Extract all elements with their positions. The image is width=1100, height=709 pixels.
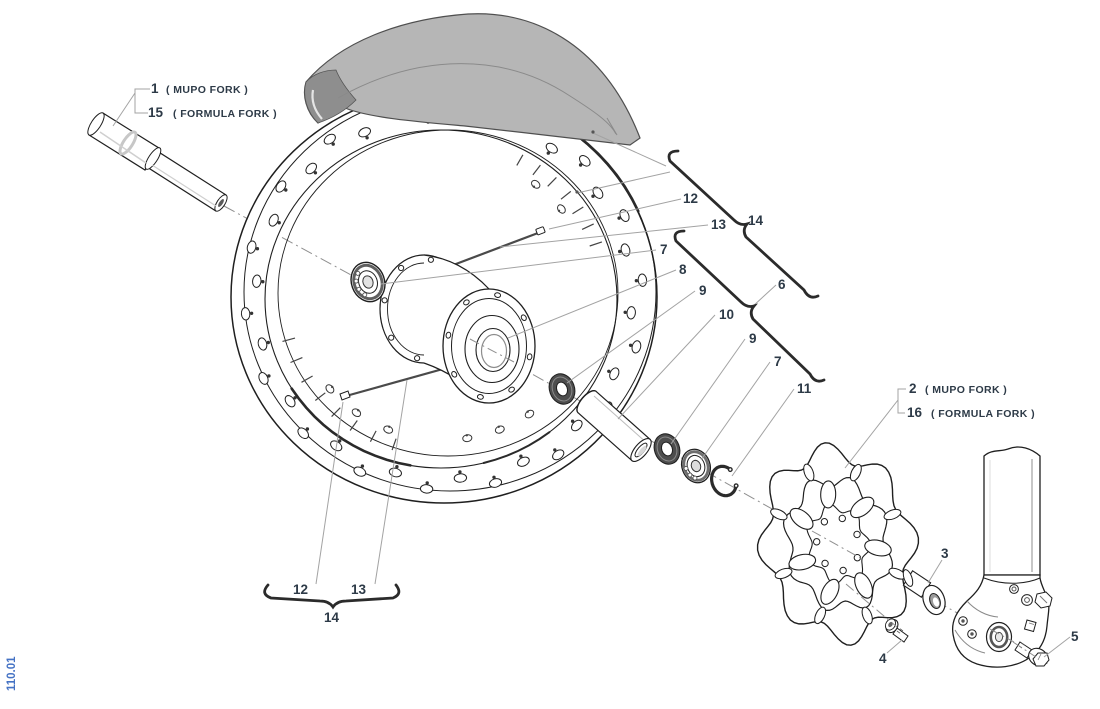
callout-13-bottom: 13 bbox=[351, 582, 367, 597]
brace-spoke-kit-top bbox=[667, 149, 820, 299]
brace-spoke-kit-bottom bbox=[263, 583, 401, 610]
callout-4: 4 bbox=[879, 651, 887, 666]
callout-9-left: 9 bbox=[699, 283, 707, 298]
note-mupo-fork-disc: ( MUPO FORK ) bbox=[925, 384, 1007, 396]
spoke-nipple-upper bbox=[535, 226, 546, 236]
note-mupo-fork-axle: ( MUPO FORK ) bbox=[166, 84, 248, 96]
callout-11: 11 bbox=[797, 381, 812, 396]
circlip bbox=[710, 464, 739, 498]
callout-3: 3 bbox=[941, 546, 949, 561]
callout-16: 16 bbox=[907, 405, 923, 420]
fork-leg bbox=[951, 446, 1053, 668]
bracket-axle-labels bbox=[134, 88, 150, 114]
callout-2: 2 bbox=[909, 381, 917, 396]
callout-7-left: 7 bbox=[660, 242, 668, 257]
disc-bolt bbox=[884, 618, 909, 643]
callout-9-right: 9 bbox=[749, 331, 757, 346]
rim-spoke-stubs bbox=[282, 154, 603, 451]
axle-spacer-tube bbox=[576, 390, 652, 462]
note-formula-fork-disc: ( FORMULA FORK ) bbox=[931, 408, 1035, 420]
callout-15: 15 bbox=[148, 105, 164, 120]
callout-7-right: 7 bbox=[774, 354, 782, 369]
callout-14-bottom: 14 bbox=[324, 610, 340, 625]
callout-5: 5 bbox=[1071, 629, 1079, 644]
callout-14-top: 14 bbox=[748, 213, 764, 228]
axis-dash-overlays bbox=[469, 338, 1037, 658]
spoke-nipple-lower bbox=[339, 390, 351, 401]
callout-12-bottom: 12 bbox=[293, 582, 308, 597]
callout-8: 8 bbox=[679, 262, 687, 277]
callout-10: 10 bbox=[719, 307, 734, 322]
front-axle bbox=[87, 112, 228, 212]
page-code: 110.01 bbox=[6, 656, 18, 691]
disc-spacer bbox=[902, 569, 946, 616]
grouping-braces bbox=[263, 149, 826, 610]
note-formula-fork-axle: ( FORMULA FORK ) bbox=[173, 108, 277, 120]
spoke-upper bbox=[447, 226, 546, 269]
callout-13-top: 13 bbox=[711, 217, 727, 232]
seal-right bbox=[653, 433, 681, 465]
fender bbox=[303, 13, 641, 146]
bracket-disc-labels bbox=[897, 388, 906, 414]
wheel-bearing-left bbox=[350, 261, 386, 303]
brake-disc bbox=[756, 442, 920, 646]
callout-12-top: 12 bbox=[683, 191, 698, 206]
callout-1: 1 bbox=[151, 81, 159, 96]
brace-axle-kit bbox=[673, 229, 826, 383]
callout-6: 6 bbox=[778, 277, 786, 292]
wheel-bearing-right bbox=[680, 448, 712, 484]
hub-flange-holes bbox=[381, 256, 533, 400]
wheel-hub bbox=[379, 254, 536, 404]
labels: 1 ( MUPO FORK ) 15 ( FORMULA FORK ) 2 ( … bbox=[6, 81, 1079, 691]
leader-lines bbox=[112, 88, 1071, 658]
